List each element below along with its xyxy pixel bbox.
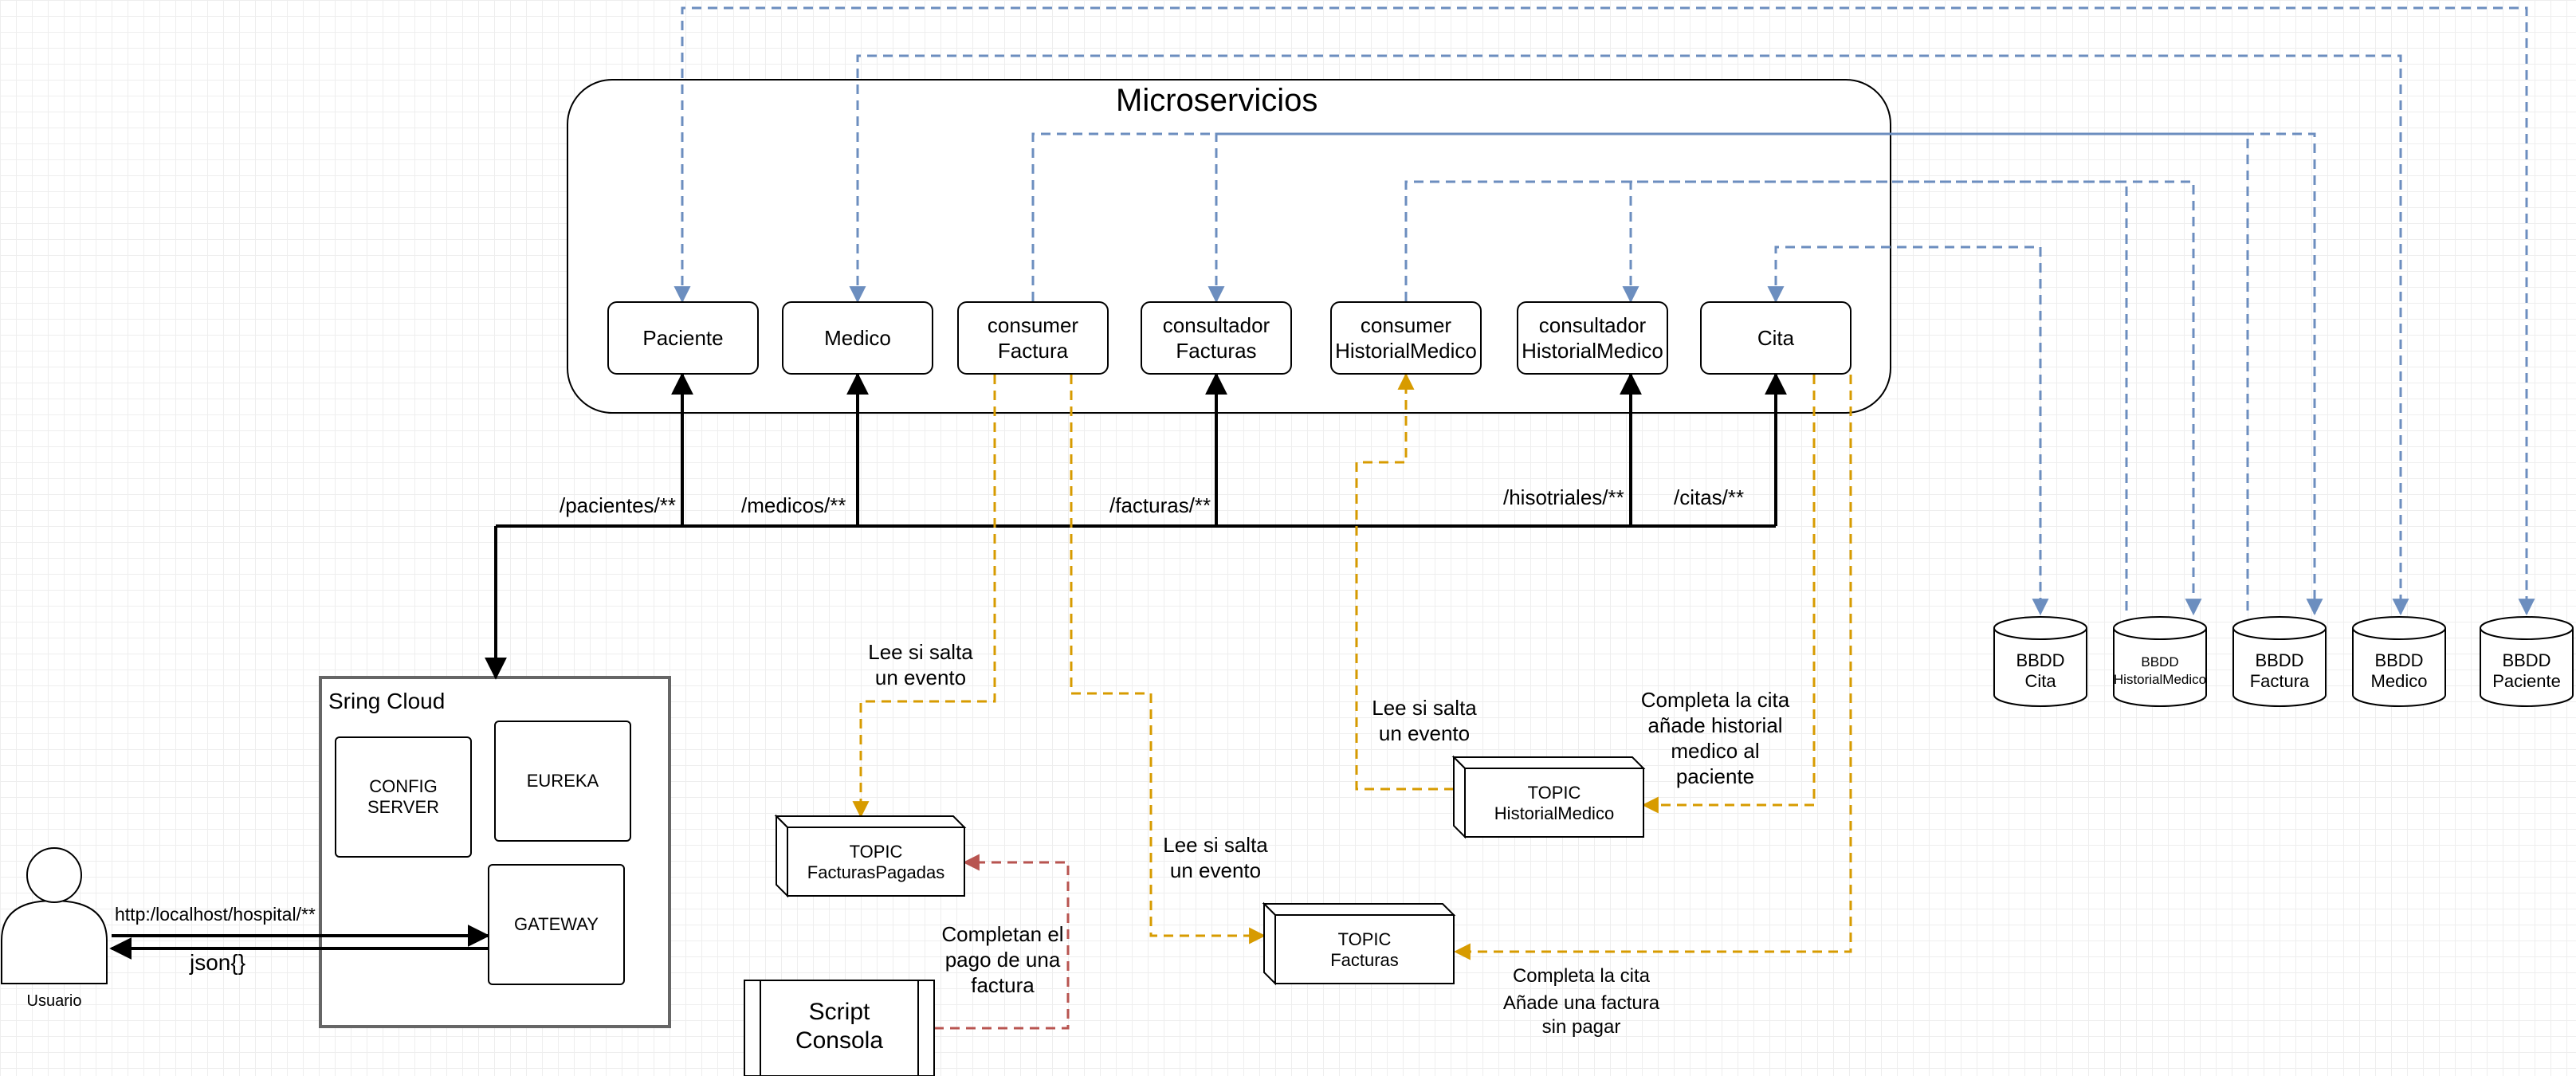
db-link-paciente — [673, 6, 2535, 616]
service-paciente[interactable]: Paciente — [607, 301, 759, 375]
topic-historial-medico[interactable]: TOPIC HistorialMedico — [1494, 783, 1615, 823]
annotation-completan-pago: Completan el pago de una factura — [941, 922, 1064, 997]
db-historial — [2113, 616, 2207, 707]
db-label-historial: BBDD HistorialMedico — [2113, 654, 2207, 687]
event-cita-to-facturas — [1453, 375, 1852, 960]
eureka-box[interactable]: EUREKA — [494, 721, 631, 842]
service-consumer-factura[interactable]: consumer Factura — [957, 301, 1109, 375]
user-label: Usuario — [26, 992, 82, 1010]
annotation-completa-factura-1: Completa la cita — [1512, 965, 1651, 987]
route-label-facturas: /facturas/** — [1109, 493, 1211, 517]
db-link-consultador-facturas — [1208, 132, 2323, 616]
route-label-medicos: /medicos/** — [741, 493, 846, 517]
service-medico[interactable]: Medico — [782, 301, 933, 375]
event-historial-to-consumer — [1355, 372, 1454, 791]
topic-facturas-pagadas-shape — [774, 814, 967, 898]
service-consultador-facturas[interactable]: consultador Facturas — [1141, 301, 1292, 375]
annotation-completa-factura-2: Añade una factura sin pagar — [1502, 992, 1660, 1038]
topic-historial-shape — [1451, 755, 1646, 839]
route-label-pacientes: /pacientes/** — [560, 493, 676, 517]
event-facturas-to-consumer — [1070, 375, 1266, 944]
annotation-lee-historial: Lee si salta un evento — [1372, 696, 1477, 745]
event-script-to-pagadas — [934, 854, 1070, 1030]
config-server-box[interactable]: CONFIG SERVER — [335, 736, 472, 858]
service-consumer-historial[interactable]: consumer HistorialMedico — [1330, 301, 1482, 375]
route-label-citas: /citas/** — [1674, 485, 1745, 509]
db-link-consultador-historial — [1622, 180, 2202, 616]
response-json-label: json{} — [190, 950, 246, 975]
user-icon — [1, 847, 108, 984]
request-url-label: http:/localhost/hospital/** — [115, 904, 316, 925]
db-factura — [2232, 616, 2327, 707]
script-shape — [744, 980, 935, 1076]
topic-facturas[interactable]: TOPIC Facturas — [1330, 929, 1399, 970]
annotation-completa-historial: Completa la cita añade historial medico … — [1640, 688, 1790, 788]
annotation-lee-facturas: Lee si salta un evento — [1163, 833, 1268, 882]
spring-cloud-title: Sring Cloud — [328, 689, 446, 713]
db-link-cita — [1767, 245, 2049, 616]
db-label-factura: BBDD Factura — [2249, 650, 2310, 691]
topic-facturas-pagadas[interactable]: TOPIC FacturasPagadas — [807, 842, 945, 882]
annotation-lee-pagadas: Lee si salta un evento — [868, 640, 973, 689]
script-consola[interactable]: Script Consola — [795, 999, 884, 1054]
gateway-box[interactable]: GATEWAY — [488, 864, 625, 985]
db-label-paciente: BBDD Paciente — [2492, 650, 2561, 691]
service-cita[interactable]: Cita — [1700, 301, 1852, 375]
db-medico — [2352, 616, 2446, 707]
topic-facturas-shape — [1262, 901, 1456, 986]
event-cita-to-historial — [1641, 375, 1816, 814]
db-cita — [1993, 616, 2087, 707]
diagram-title: Microservicios — [1116, 83, 1318, 118]
event-pagadas-to-consumer — [852, 375, 996, 819]
service-consultador-historial[interactable]: consultador HistorialMedico — [1517, 301, 1668, 375]
route-label-historiales: /hisotriales/** — [1503, 485, 1624, 509]
db-label-cita: BBDD Cita — [2016, 650, 2065, 691]
db-paciente — [2480, 616, 2574, 707]
db-label-medico: BBDD Medico — [2370, 650, 2428, 691]
